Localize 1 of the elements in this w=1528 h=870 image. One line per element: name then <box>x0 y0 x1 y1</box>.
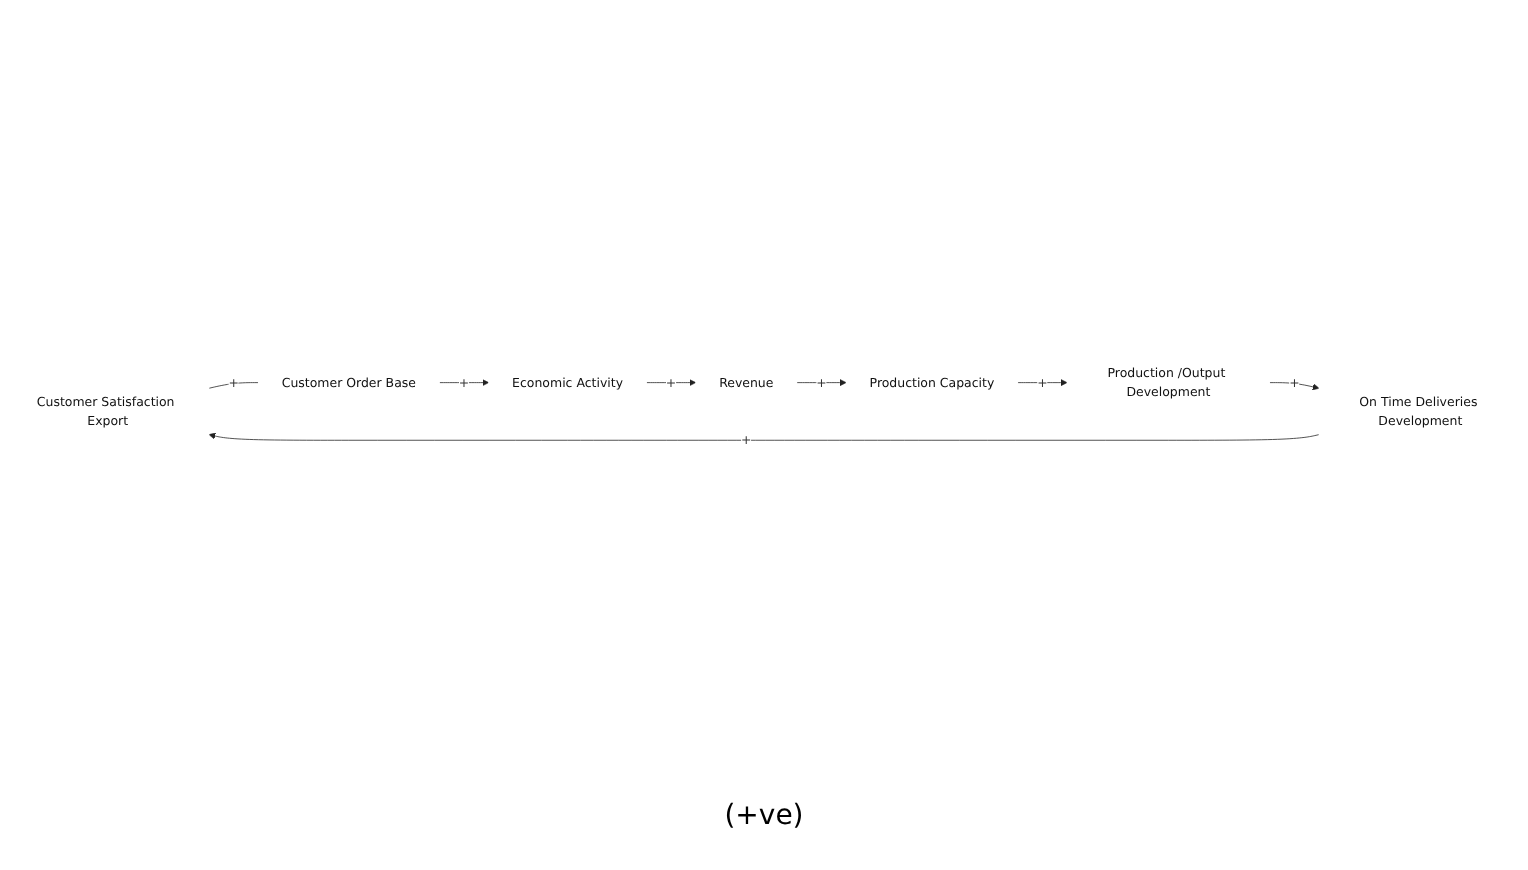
loop-polarity-note: (+ve) <box>724 800 804 832</box>
